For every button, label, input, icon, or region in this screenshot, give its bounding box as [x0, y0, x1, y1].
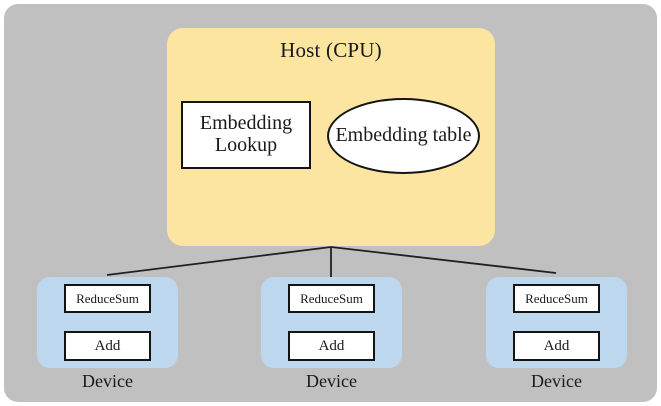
add-node: Add — [64, 331, 151, 361]
embedding-lookup-node: Embedding Lookup — [181, 101, 311, 169]
device-label: Device — [306, 371, 357, 391]
device-box: ReduceSum Add — [37, 277, 178, 368]
add-node: Add — [513, 331, 600, 361]
reducesum-node: ReduceSum — [64, 284, 151, 313]
reducesum-node: ReduceSum — [288, 284, 375, 313]
embedding-table-node: Embedding table — [327, 98, 480, 174]
reducesum-node: ReduceSum — [513, 284, 600, 313]
host-title: Host (CPU) — [280, 38, 382, 62]
host-cpu-box: Host (CPU) Embedding Lookup Embedding ta… — [167, 28, 495, 246]
device-box: ReduceSum Add — [486, 277, 627, 368]
device-label: Device — [82, 371, 133, 391]
device-box: ReduceSum Add — [261, 277, 402, 368]
add-node: Add — [288, 331, 375, 361]
device-label: Device — [531, 371, 582, 391]
